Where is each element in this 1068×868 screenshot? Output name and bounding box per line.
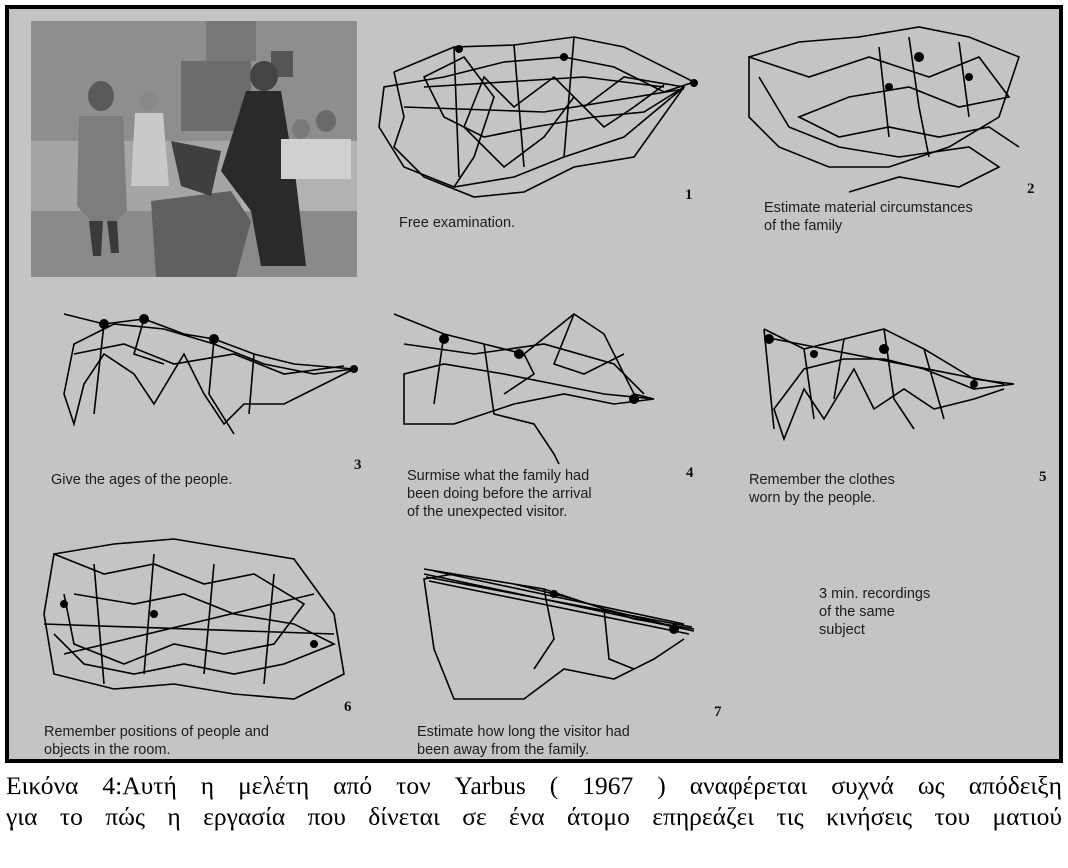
scanpath-1-trace xyxy=(364,17,714,207)
panel-label-6: Remember positions of people and objects… xyxy=(44,723,269,759)
panel-number-6: 6 xyxy=(344,699,352,716)
scanpath-6-trace xyxy=(34,534,354,709)
scanpath-2-trace xyxy=(729,17,1049,207)
scanpath-4 xyxy=(384,294,674,474)
panel-number-2: 2 xyxy=(1027,181,1035,198)
scanpath-4-trace xyxy=(384,294,674,474)
scanpath-1 xyxy=(364,17,714,207)
panel-number-4: 4 xyxy=(686,465,694,482)
painting-graphic xyxy=(31,21,357,277)
caption-line-2: για το πώς η εργασία που δίνεται σε ένα … xyxy=(6,801,1062,832)
scanpath-6 xyxy=(34,534,354,709)
panel-label-7: Estimate how long the visitor had been a… xyxy=(417,723,630,759)
painting-image xyxy=(31,21,357,277)
panel-label-1: Free examination. xyxy=(399,214,515,232)
scanpath-5-trace xyxy=(744,309,1024,449)
recording-note: 3 min. recordings of the same subject xyxy=(819,585,930,639)
scanpath-7 xyxy=(404,549,704,709)
yarbus-figure: 1 2 3 4 5 6 7 Free examination. Estimate… xyxy=(5,5,1063,763)
panel-label-4: Surmise what the family had been doing b… xyxy=(407,467,592,521)
panel-label-5: Remember the clothes worn by the people. xyxy=(749,471,895,507)
scanpath-5 xyxy=(744,309,1024,449)
panel-number-5: 5 xyxy=(1039,469,1047,486)
panel-number-1: 1 xyxy=(685,187,693,204)
panel-label-3: Give the ages of the people. xyxy=(51,471,232,489)
panel-label-2: Estimate material circumstances of the f… xyxy=(764,199,973,235)
figure-caption: Εικόνα 4:Αυτή η μελέτη από τον Yarbus ( … xyxy=(6,770,1062,832)
scanpath-2 xyxy=(729,17,1049,207)
caption-line-1: Εικόνα 4:Αυτή η μελέτη από τον Yarbus ( … xyxy=(6,770,1062,801)
scanpath-3-trace xyxy=(34,294,364,454)
scanpath-7-trace xyxy=(404,549,704,709)
panel-number-7: 7 xyxy=(714,704,722,721)
scanpath-3 xyxy=(34,294,364,454)
panel-number-3: 3 xyxy=(354,457,362,474)
